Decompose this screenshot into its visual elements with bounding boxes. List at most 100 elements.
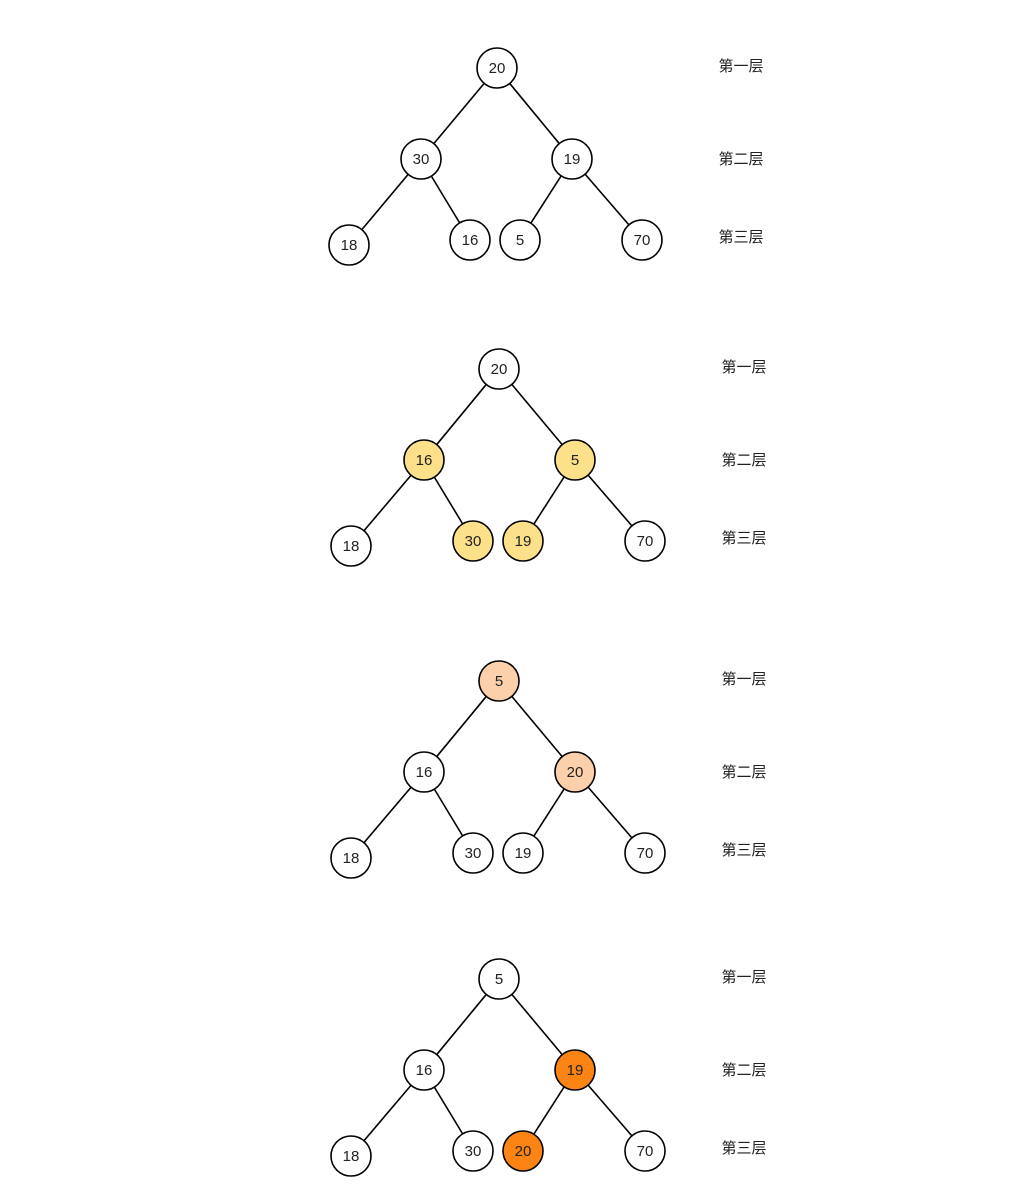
tree-node: 5 [478, 660, 520, 702]
node-circle [478, 958, 520, 1000]
node-value: 18 [343, 538, 360, 555]
node-value: 16 [462, 232, 479, 249]
level-label: 第二层 [721, 763, 766, 781]
node-value: 30 [413, 151, 430, 168]
tree-edge [511, 993, 563, 1056]
tree-node: 5 [499, 219, 541, 261]
tree-edge [363, 1084, 412, 1142]
tree-edge [436, 383, 487, 446]
node-circle [400, 138, 442, 180]
tree-node: 70 [624, 1130, 666, 1172]
node-circle [502, 832, 544, 874]
node-circle [452, 520, 494, 562]
node-circle [554, 751, 596, 793]
tree-edge [430, 175, 461, 224]
tree-edge [533, 788, 565, 837]
node-value: 30 [465, 845, 482, 862]
tree-edge [363, 786, 412, 844]
node-circle [478, 660, 520, 702]
node-circle [330, 525, 372, 567]
level-label: 第一层 [721, 670, 766, 688]
level-label: 第二层 [721, 451, 766, 469]
tree-node: 20 [502, 1130, 544, 1172]
level-label: 第三层 [721, 841, 766, 859]
tree-node: 5 [478, 958, 520, 1000]
tree-node: 19 [551, 138, 593, 180]
node-circle [328, 224, 370, 266]
node-value: 20 [489, 60, 506, 77]
node-value: 30 [465, 533, 482, 550]
node-value: 5 [495, 971, 503, 988]
tree-node: 5 [554, 439, 596, 481]
tree-edge [433, 1086, 464, 1135]
tree-node: 16 [403, 439, 445, 481]
tree-edge [433, 788, 464, 837]
node-value: 16 [416, 1062, 433, 1079]
level-label: 第一层 [721, 358, 766, 376]
node-value: 20 [491, 361, 508, 378]
node-circle [478, 348, 520, 390]
tree-node: 20 [554, 751, 596, 793]
node-value: 5 [495, 673, 503, 690]
tree-node: 18 [330, 837, 372, 879]
tree-node: 19 [554, 1049, 596, 1091]
node-value: 18 [343, 850, 360, 867]
tree-edge [511, 695, 563, 758]
level-label: 第三层 [721, 529, 766, 547]
tree-edge [533, 1086, 565, 1135]
node-value: 19 [567, 1062, 584, 1079]
tree-node: 19 [502, 832, 544, 874]
node-value: 5 [571, 452, 579, 469]
node-circle [330, 1135, 372, 1177]
level-label: 第二层 [718, 150, 763, 168]
node-circle [554, 1049, 596, 1091]
node-value: 70 [637, 845, 654, 862]
tree-edge [436, 993, 487, 1056]
node-value: 18 [343, 1148, 360, 1165]
tree-node: 30 [452, 832, 494, 874]
level-label: 第三层 [721, 1139, 766, 1157]
tree-edge [363, 474, 412, 532]
node-circle [403, 439, 445, 481]
node-value: 16 [416, 452, 433, 469]
tree-node: 18 [330, 525, 372, 567]
tree-edge [587, 474, 633, 527]
node-value: 19 [515, 533, 532, 550]
node-value: 70 [637, 533, 654, 550]
tree-edge [530, 175, 562, 224]
node-value: 19 [564, 151, 581, 168]
node-value: 20 [515, 1143, 532, 1160]
level-label: 第二层 [721, 1061, 766, 1079]
level-label: 第三层 [718, 228, 763, 246]
tree-edge [584, 173, 630, 226]
tree-node: 16 [403, 751, 445, 793]
tree-node: 30 [400, 138, 442, 180]
node-value: 70 [634, 232, 651, 249]
node-value: 30 [465, 1143, 482, 1160]
tree-node: 70 [624, 832, 666, 874]
tree-node: 30 [452, 520, 494, 562]
tree-edge [511, 383, 563, 446]
node-circle [502, 520, 544, 562]
node-circle [499, 219, 541, 261]
tree-node: 70 [624, 520, 666, 562]
tree-node: 19 [502, 520, 544, 562]
tree-edge [509, 82, 560, 145]
tree-node: 20 [478, 348, 520, 390]
node-circle [624, 1130, 666, 1172]
tree-edge [433, 82, 485, 145]
node-circle [476, 47, 518, 89]
tree-node: 30 [452, 1130, 494, 1172]
node-circle [330, 837, 372, 879]
tree-edge [361, 173, 409, 231]
tree-edge [436, 695, 487, 758]
node-circle [502, 1130, 544, 1172]
node-circle [621, 219, 663, 261]
node-circle [403, 751, 445, 793]
tree-node: 18 [330, 1135, 372, 1177]
node-circle [624, 520, 666, 562]
tree-node: 20 [476, 47, 518, 89]
node-value: 16 [416, 764, 433, 781]
